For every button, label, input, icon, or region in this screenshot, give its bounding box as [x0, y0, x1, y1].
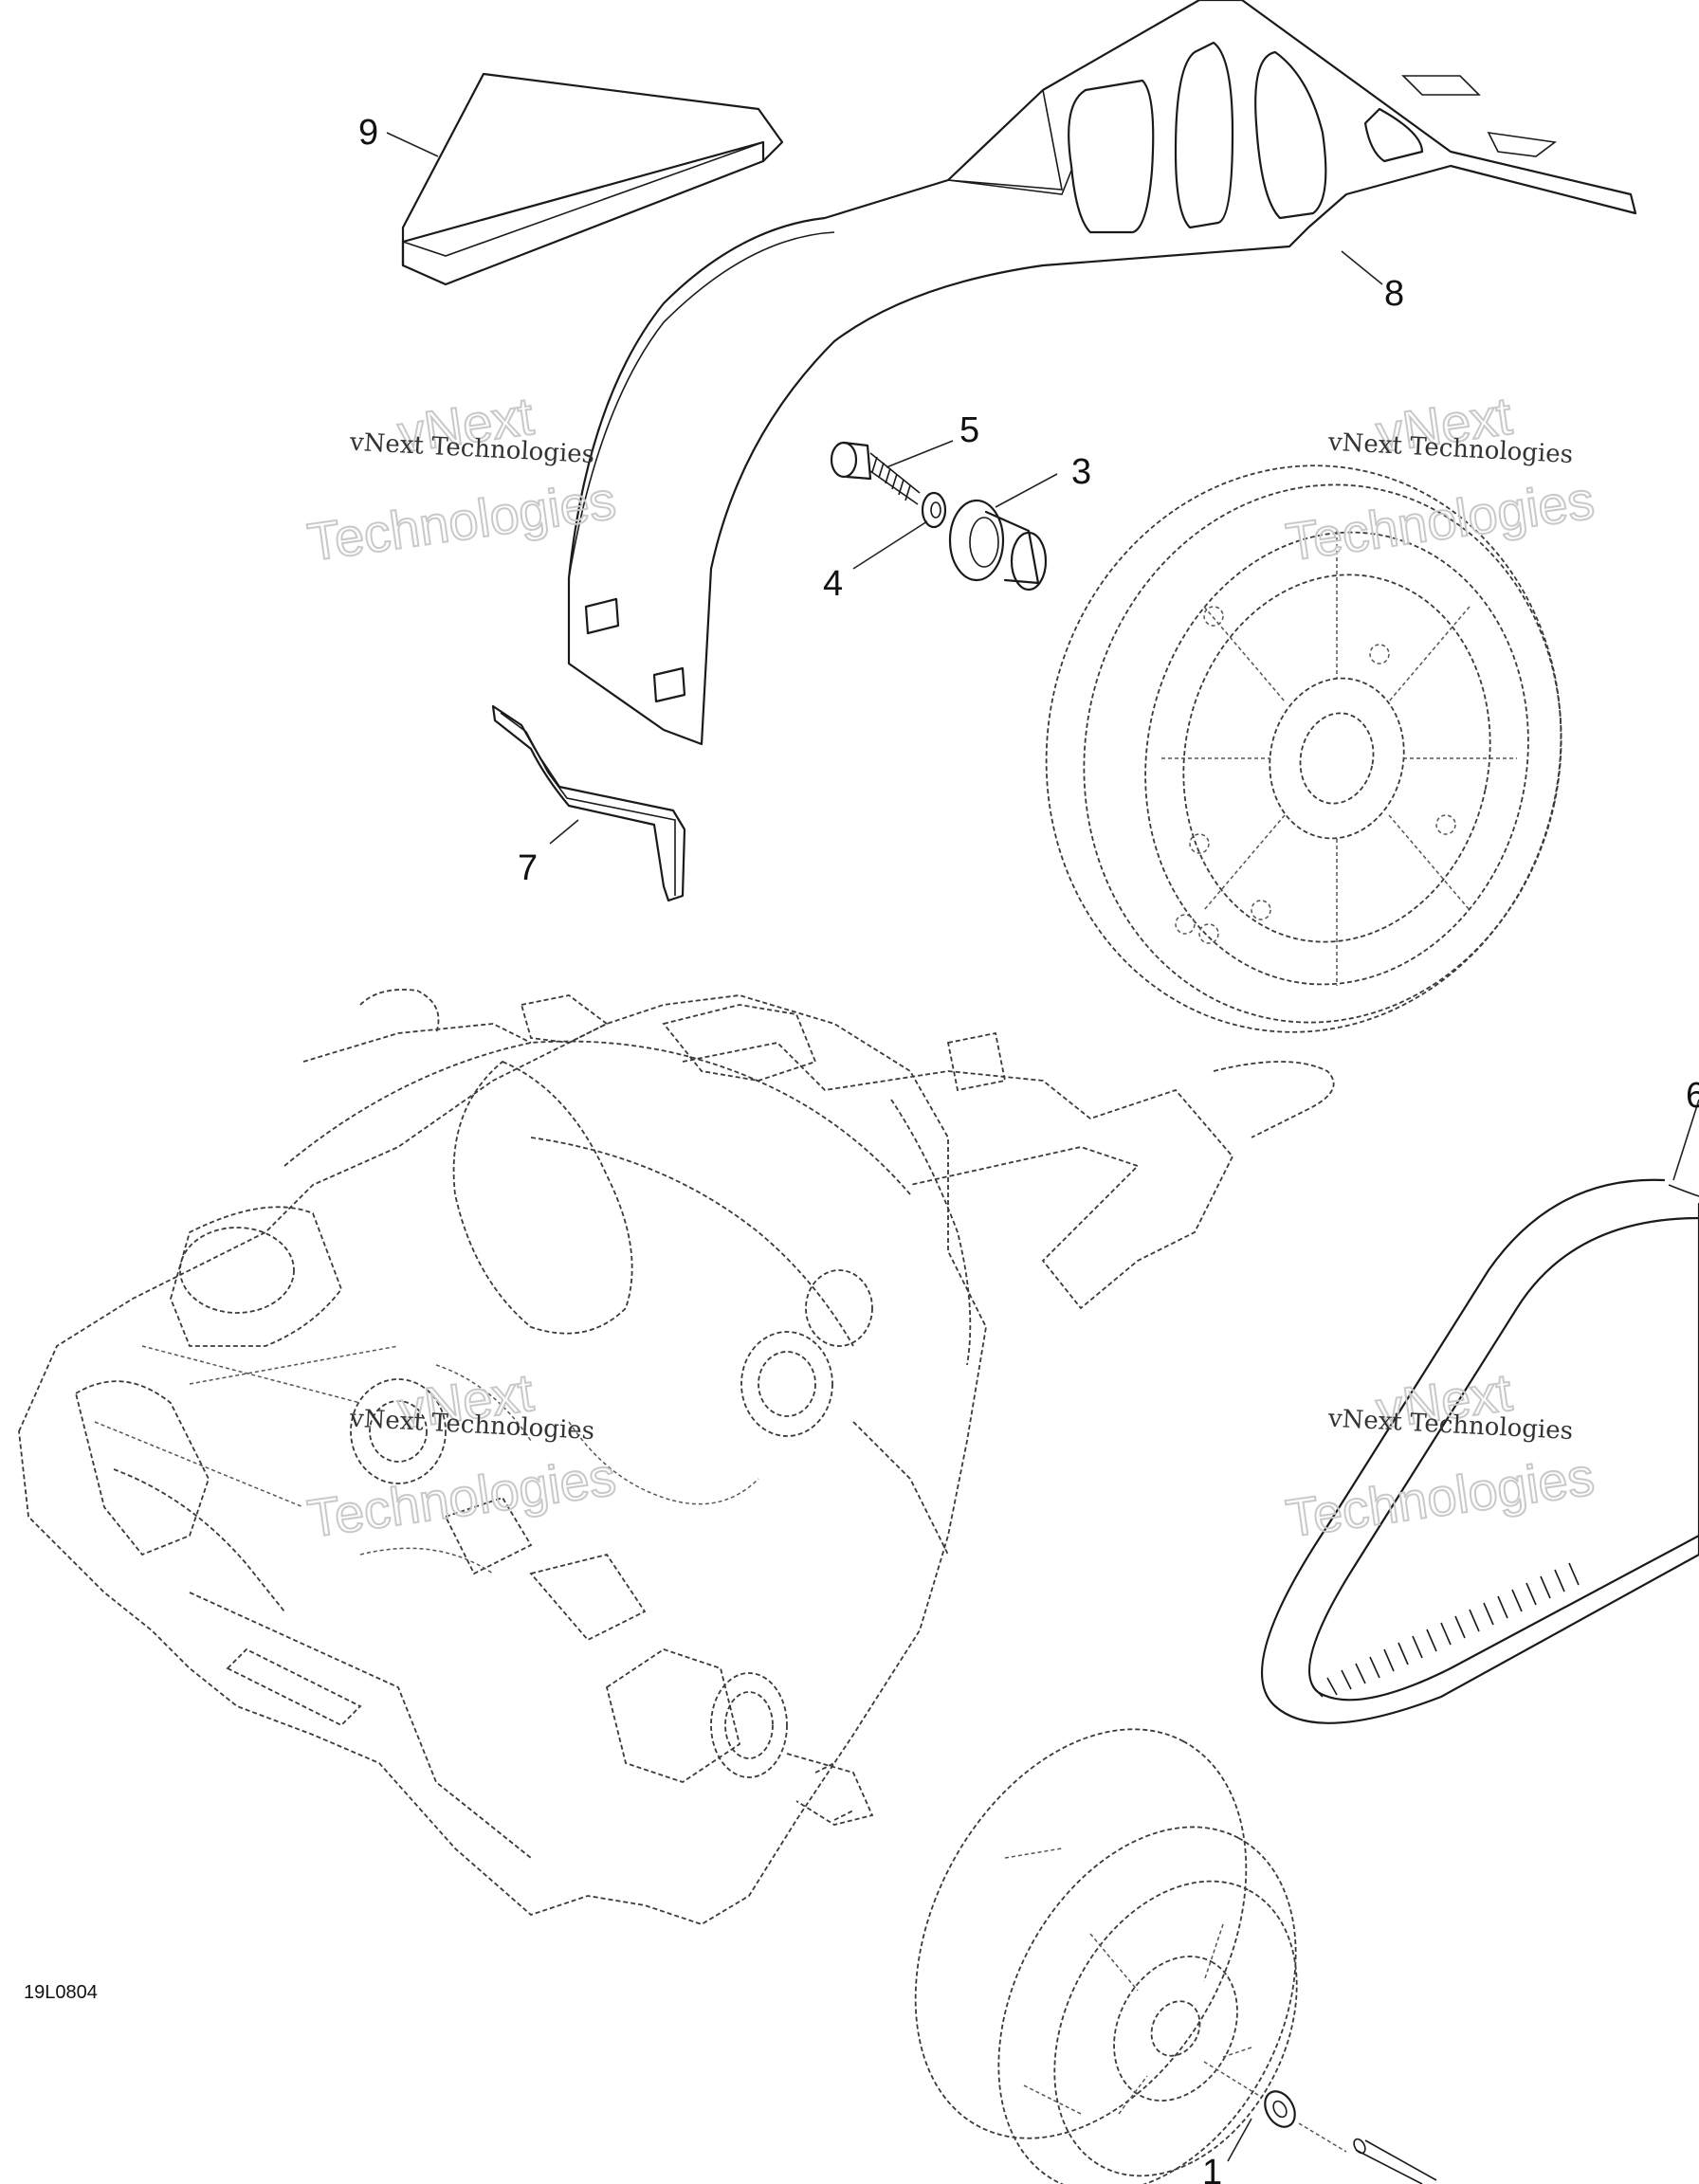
- drawing-code: 19L0804: [24, 1982, 98, 2003]
- watermark-small: vNext Technologies: [348, 1405, 594, 1447]
- callout-1: 1: [1202, 2153, 1222, 2184]
- watermark-3: vNext Technologies vNext Technologies: [303, 1361, 620, 1550]
- watermark-small: vNext Technologies: [348, 428, 594, 470]
- watermark-4: vNext Technologies vNext Technologies: [1282, 1361, 1599, 1550]
- callout-4: 4: [823, 564, 843, 604]
- part-1-washer-bolt: [1203, 2061, 1437, 2184]
- watermark-1: vNext Technologies vNext Technologies: [303, 385, 620, 573]
- watermark-big-2: Technologies: [304, 1447, 619, 1549]
- primary-pulley: [914, 1728, 1298, 2184]
- part-8-belt-guard: [567, 0, 1637, 746]
- callout-3: 3: [1071, 452, 1091, 492]
- watermark-small: vNext Technologies: [1326, 428, 1573, 470]
- callout-7: 7: [518, 848, 538, 888]
- callout-9: 9: [358, 113, 378, 153]
- watermark-small: vNext Technologies: [1326, 1405, 1573, 1447]
- watermark-2: vNext Technologies vNext Technologies: [1282, 385, 1599, 573]
- part-3-spacer: [948, 499, 1048, 592]
- callout-6: 6: [1686, 1076, 1699, 1116]
- leader-lines: [386, 132, 1699, 2162]
- callout-5: 5: [959, 410, 979, 450]
- watermark-big-2: Technologies: [1283, 1446, 1598, 1548]
- part-4-washer: [921, 491, 947, 529]
- callout-labels: 9 8 5 3 4 7 6 1: [358, 113, 1699, 2184]
- part-6-drive-belt: [1260, 1178, 1699, 1724]
- callout-8: 8: [1384, 274, 1404, 314]
- part-9-pad: [401, 72, 784, 286]
- secondary-pulley: [1045, 464, 1562, 1033]
- part-7-clip: [491, 704, 686, 902]
- part-5-bolt: [830, 441, 921, 505]
- engine-assembly: [18, 989, 1335, 1925]
